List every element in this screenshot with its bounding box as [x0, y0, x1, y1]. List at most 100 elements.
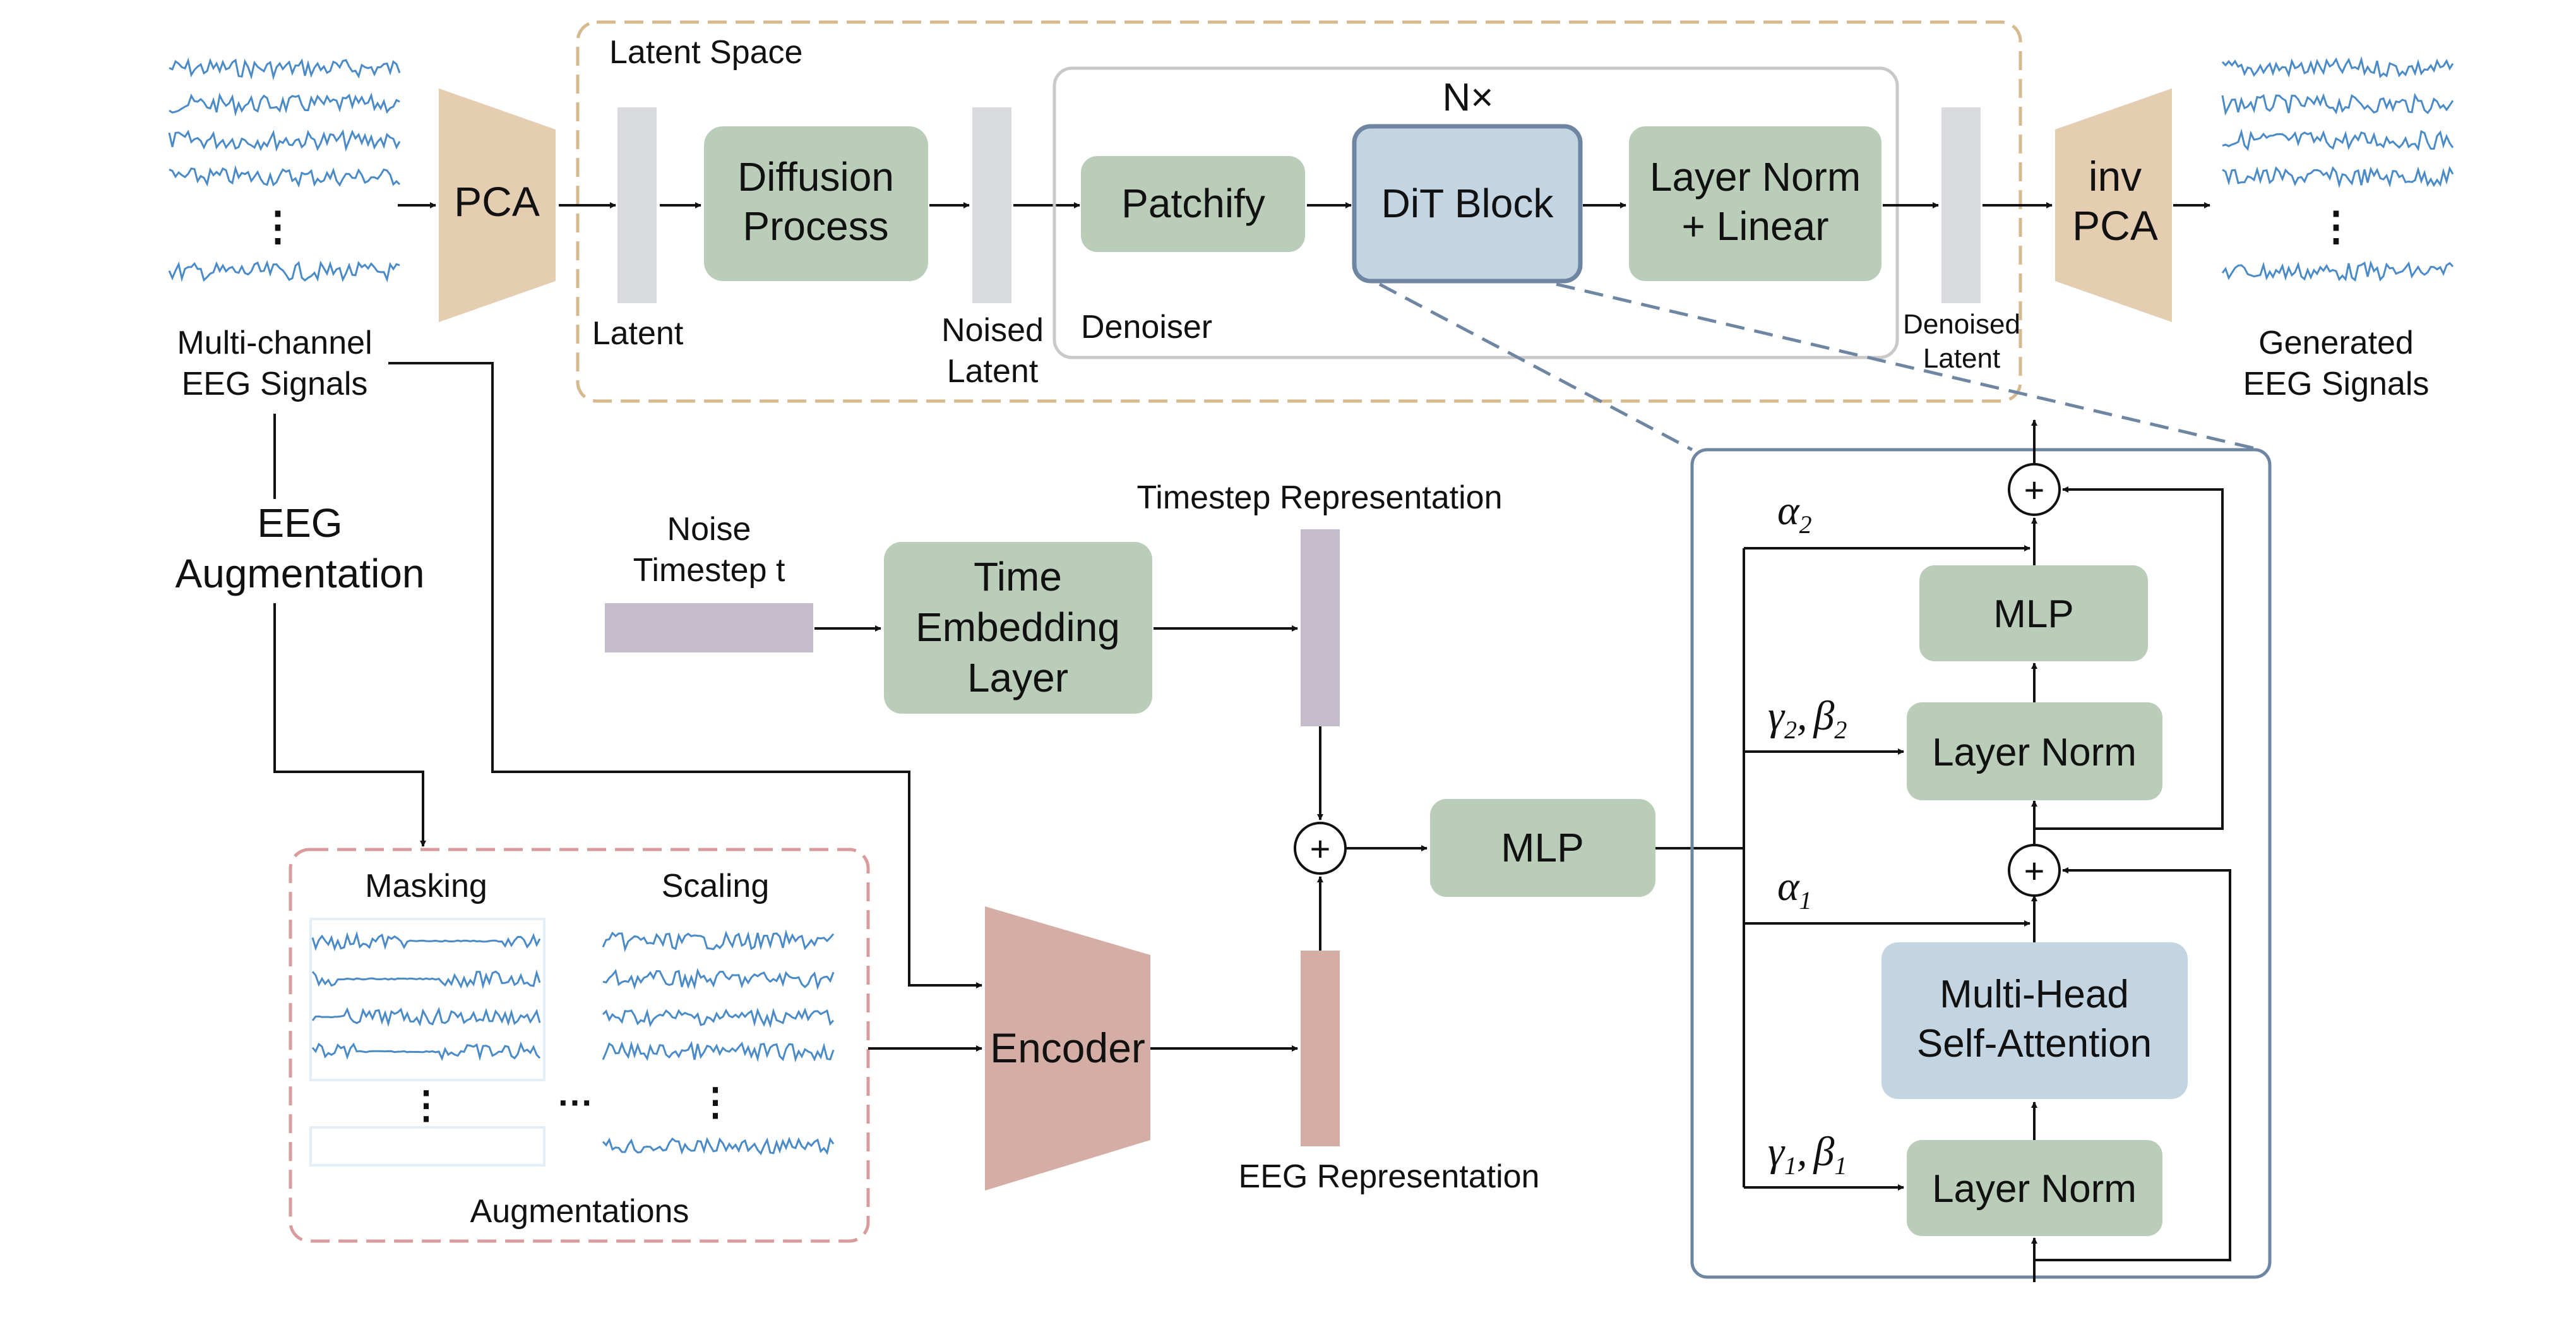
sum-node-cond-symbol: +	[1310, 829, 1331, 868]
masking-signal-trace	[311, 1041, 541, 1061]
noised-latent-line2: Latent	[947, 353, 1039, 390]
denoiser-container	[1052, 66, 1899, 359]
gamma2-beta2-label: γ2,β2	[1768, 693, 1847, 744]
scaling-signal-trace	[602, 929, 835, 952]
time-embedding-line2: Embedding	[915, 604, 1120, 650]
input-signal-trace	[168, 129, 401, 152]
scaling-signal-trace	[602, 1040, 835, 1062]
output-label-line2: EEG Signals	[2243, 366, 2430, 402]
input-signal-trace	[169, 92, 400, 117]
input-signal-trace	[168, 260, 400, 283]
masking-signal-trace	[311, 931, 541, 952]
augmentation-label-line1: EEG	[257, 500, 342, 546]
time-embedding-block	[884, 542, 1152, 714]
time-embedding-line3: Layer	[967, 655, 1068, 700]
alpha2-label: α2	[1777, 488, 1812, 539]
dit-detail-panel	[1690, 448, 2272, 1279]
input-signal-trace	[169, 57, 401, 81]
noise-timestep-line1: Noise	[667, 511, 751, 548]
input-label-line1: Multi-channel	[177, 325, 372, 361]
input-eeg-signals	[168, 57, 401, 283]
alpha1-label: α1	[1777, 863, 1812, 915]
augmentations-title: Augmentations	[470, 1193, 689, 1230]
augmentation-label-line2: Augmentation	[176, 551, 425, 596]
output-signal-trace	[2221, 56, 2454, 78]
masking-vdots: ⋮	[407, 1084, 445, 1126]
output-signal-trace	[2221, 92, 2454, 116]
augment-hdots: ···	[558, 1083, 593, 1122]
patchify-label: Patchify	[1121, 181, 1265, 226]
masking-label: Masking	[365, 868, 487, 904]
mlp-detail-label: MLP	[1993, 592, 2073, 636]
mlp-cond-label: MLP	[1501, 825, 1584, 870]
input-label-line2: EEG Signals	[182, 366, 368, 402]
scaling-label: Scaling	[662, 868, 770, 904]
diffusion-process-block	[704, 126, 928, 281]
scaling-signal-trace	[602, 1007, 835, 1029]
masking-signal-trace	[311, 969, 541, 990]
attention-block	[1881, 942, 2188, 1099]
output-eeg-signals	[2221, 56, 2454, 282]
diffusion-line2: Process	[742, 203, 888, 249]
layer-norm-linear-line2: + Linear	[1681, 203, 1828, 249]
layer-norm-bottom-block	[1907, 1140, 2162, 1236]
input-signal-trace	[169, 165, 401, 188]
dit-block-label: DiT Block	[1381, 181, 1554, 226]
eeg-repr-bar	[1301, 951, 1340, 1146]
output-signal-trace	[2222, 128, 2454, 152]
mlp-detail-block	[1919, 565, 2148, 661]
scaling-signal-trace	[602, 968, 835, 990]
arrow-raw-to-encoder	[388, 362, 982, 988]
pca-block	[439, 88, 556, 322]
output-label-line1: Generated	[2258, 325, 2414, 361]
output-signal-trace	[2222, 165, 2454, 189]
scaling-signal-trace	[602, 1136, 835, 1156]
noised-latent-line1: Noised	[941, 312, 1044, 349]
layer-norm-linear-block	[1629, 126, 1881, 281]
inv-pca-line2: PCA	[2072, 202, 2158, 249]
layer-norm-top-label: Layer Norm	[1932, 731, 2137, 774]
input-vdots: ⋮	[258, 203, 298, 249]
masking-signal-trace	[311, 1007, 541, 1028]
repeat-label: N×	[1443, 76, 1494, 119]
layer-norm-bottom-label: Layer Norm	[1932, 1167, 2137, 1211]
masking-panel-bottom	[309, 1126, 546, 1167]
latent-space-title: Latent Space	[609, 34, 802, 71]
latent-space-container	[576, 20, 2022, 403]
layer-norm-top-block	[1907, 702, 2162, 800]
attention-line2: Self-Attention	[1917, 1022, 2152, 1066]
latent-bar	[617, 107, 657, 303]
patchify-block	[1081, 156, 1305, 252]
denoised-latent-bar	[1941, 107, 1981, 303]
latent-label: Latent	[592, 315, 684, 352]
scaling-vdots: ⋮	[696, 1081, 734, 1123]
timestep-repr-label: Timestep Representation	[1136, 479, 1502, 516]
dit-block	[1352, 124, 1583, 284]
time-embedding-line1: Time	[974, 554, 1062, 599]
encoder-block	[985, 906, 1150, 1191]
output-signal-trace	[2221, 260, 2454, 282]
layer-norm-linear-line1: Layer Norm	[1650, 154, 1861, 200]
encoder-label: Encoder	[990, 1024, 1145, 1071]
denoiser-label: Denoiser	[1081, 309, 1212, 345]
noise-timestep-bar	[605, 603, 813, 652]
arrow-aug-to-box	[273, 603, 426, 847]
timestep-repr-bar	[1301, 529, 1340, 726]
noise-timestep-line2: Timestep t	[633, 552, 785, 589]
zoom-line-right	[1556, 282, 2261, 452]
residual-1	[2034, 867, 2231, 1261]
inv-pca-block	[2055, 88, 2172, 322]
pca-label: PCA	[454, 178, 540, 225]
scaling-signals	[602, 929, 835, 1156]
sum-node-1-symbol: +	[2024, 851, 2045, 891]
denoised-latent-line1: Denoised	[1903, 309, 2020, 340]
denoised-latent-line2: Latent	[1923, 343, 2000, 374]
sum-node-2-symbol: +	[2024, 470, 2045, 510]
residual-2	[2034, 486, 2224, 830]
output-vdots: ⋮	[2316, 203, 2356, 249]
diffusion-line1: Diffusion	[737, 154, 894, 200]
attention-line1: Multi-Head	[1940, 973, 2129, 1016]
mlp-cond-block	[1430, 799, 1655, 897]
gamma1-beta1-label: γ1,β1	[1768, 1129, 1847, 1180]
